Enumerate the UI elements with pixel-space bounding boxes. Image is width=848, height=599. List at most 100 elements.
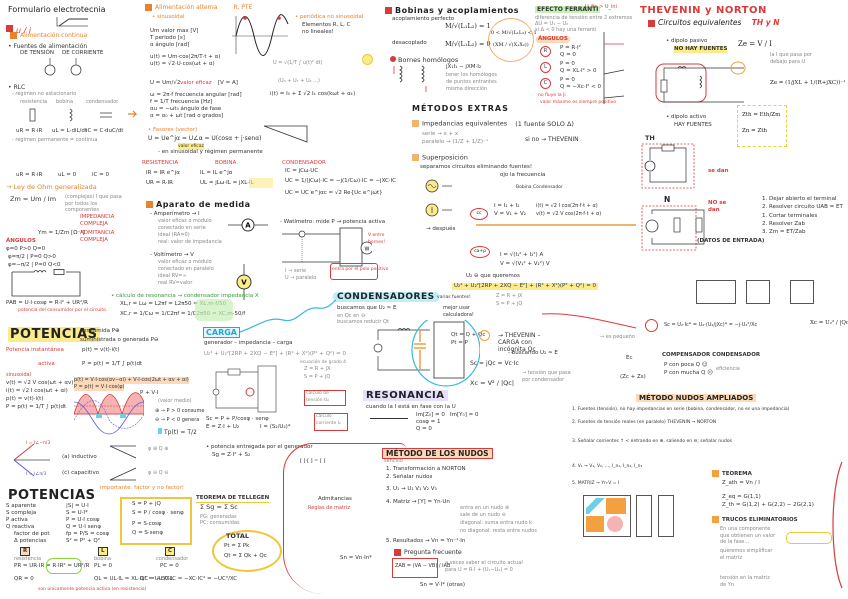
- k0-eq: M/√(L₁L₂) = 0: [445, 40, 491, 48]
- teorema-eq: Z_eq = G(1,1): [722, 494, 761, 500]
- total-eq: Pt = Σ Pk: [224, 543, 250, 549]
- watimetro-heading: - Watímetro: mide P → potencia activa: [280, 219, 386, 225]
- r-q: QR = 0: [14, 576, 34, 582]
- pasivo-label: • dipolo pasivo: [666, 38, 708, 44]
- ferranti-note: diferencia de tensión entre 2 extremos: [535, 15, 633, 21]
- angulo-r-eq: Q = 0: [560, 52, 576, 58]
- trucos-note: tensión en la matriz de Yn: [720, 575, 770, 588]
- highlight-dot: [56, 150, 66, 160]
- carga-box-1: [304, 390, 346, 406]
- volt-note: conectado en paralelo: [158, 266, 214, 272]
- angulo-l-eq: Q = XL·I² > 0: [560, 68, 597, 74]
- sine-wave-plot: [232, 14, 289, 56]
- datos-box-1: [696, 280, 736, 304]
- rlc-perm-r: uR = R·iR: [16, 172, 43, 178]
- fasor-perm-note: - en sinusoidal y régimen permanente: [158, 149, 263, 155]
- teorema-heading: TEOREMA: [712, 470, 752, 478]
- pot-eq: P = U·I cosφ: [66, 517, 100, 523]
- phasor-note: φ ⊖ Q ⊖: [148, 470, 169, 476]
- wat-side-note: V entre bornes!: [368, 233, 386, 245]
- ac-dc-sources-diagram: [425, 179, 452, 217]
- th-label: TH: [645, 134, 655, 142]
- pt-equation: p(t) = V·I·cos(αv−αi) + V·I·cos(2ωt + αv…: [74, 377, 189, 384]
- n-label: N: [664, 195, 671, 204]
- cond-eq: UC = UC e^jαc = √2 Re{Uc e^jωt}: [285, 190, 383, 196]
- pot-eq: S = U·I*: [66, 510, 88, 516]
- elementos-note: Elementos R, L, C no lineales!: [302, 22, 351, 35]
- compensador-xc-eq: Xc = U₂² / |Qc|: [810, 320, 848, 326]
- volt-note: ideal RV=∞: [158, 273, 187, 279]
- bob-eq: UL = jLω·IL = jXL·IL: [200, 180, 254, 186]
- angulo-c-eq: P = 0: [560, 77, 575, 83]
- resonancia-calc-heading: • cálculo de resonancia → condensador im…: [111, 293, 259, 299]
- section-heading-alterna: Alimentación alterna R, PTE: [145, 4, 252, 11]
- amp-note: valor eficaz o módulo: [158, 218, 212, 224]
- total-ellipse: [212, 530, 282, 572]
- angulo-l-badge: L: [540, 62, 551, 73]
- carga-sc: Sc = P + P/cosφ · senφ: [206, 416, 269, 422]
- resonancia-phasor-line: [370, 418, 408, 419]
- l-label: L: [98, 547, 108, 556]
- ec-label: Ec: [626, 355, 633, 361]
- r-name: resistencia: [14, 556, 42, 562]
- nudos-ampliados-heading: MÉTODO NUDOS AMPLIADOS: [636, 394, 757, 402]
- circuitos-heading: Circuitos equivalentes TH y N: [648, 18, 780, 27]
- pot-eq: fp = P/S = cosφ: [66, 531, 110, 537]
- instantanea-eq: p(t) = v(t)·i(t): [82, 347, 120, 353]
- activa-label: activa: [38, 361, 55, 367]
- angulo-l-eq: P = 0: [560, 61, 575, 67]
- def-row: Um valor max [V]: [150, 28, 199, 34]
- rlc-symbols-icon: [29, 108, 138, 122]
- carga-heading: CARGA: [203, 327, 240, 338]
- valor-medio-label: (valor medio): [158, 398, 192, 404]
- ampliados-step: 2. Fuentes de tensión reales (en paralel…: [572, 420, 717, 425]
- divider-line: [476, 224, 636, 226]
- svg-text:W: W: [365, 247, 370, 253]
- highlight-jxl: [249, 178, 273, 188]
- matrix-diagonal-fill: [586, 498, 604, 514]
- ferranti-note2: si Δ < 0 hay una ferranti: [535, 27, 597, 33]
- rlc-perm-c: iC = 0: [92, 172, 109, 178]
- page-title: Formulario electrotecnia: [8, 5, 106, 14]
- red-bracket-curve: [832, 461, 843, 589]
- carga-s: S = P + jQ: [304, 374, 331, 380]
- ohm-equation: Zm = Um / Im: [10, 195, 57, 203]
- angulo-c-badge: C: [540, 78, 551, 89]
- ammeter-icon: A: [228, 218, 268, 232]
- amp-note: real: valor de impedancia: [158, 239, 222, 245]
- homologos-note: misma dirección: [446, 86, 488, 92]
- angulo-r-eq: P = R·I²: [560, 45, 581, 51]
- serie-eq: serie → x + x: [422, 131, 459, 137]
- pot-eq: i(t) = √2 I cos(ωt + αi): [6, 388, 68, 394]
- u2-queremos: U₂ ⊖ que queremos: [466, 273, 520, 279]
- xc-resonance-eq: XC,r = 1/Cω = 1/C2πf = 1/C2π50 = XC,m·50…: [120, 311, 246, 317]
- imped-heading: Impedancias equivalentes (1 fuente SOLO …: [412, 120, 574, 128]
- total-eq: Qt = Σ Qk + Qc: [224, 553, 267, 559]
- voltimetro-heading: - Voltímetro → V: [150, 252, 194, 258]
- volt-note: valor eficaz o módulo: [158, 259, 212, 265]
- section-heading-continua: Alimentación continua: [10, 32, 87, 39]
- ferranti-eq2: ΔU = U₁ − U₂: [535, 21, 569, 27]
- teorema-eq: Z_ath = Vn / I: [722, 480, 760, 486]
- zc-label: (Zc + Zs): [620, 374, 646, 380]
- no-se-dan-label: NO se dan: [708, 200, 727, 213]
- l-name: bobina: [94, 556, 112, 562]
- coupling-reactance-eq: (XM / √(X₁X₂)): [493, 42, 529, 48]
- ferranti-phasor-diagrams: [603, 32, 625, 104]
- rlc-label-c: condensador: [86, 99, 119, 105]
- coupling-circle: [488, 18, 534, 62]
- box-eq: P = S·cosφ: [132, 521, 162, 527]
- carga-desc: generador – impedancia – carga: [204, 340, 293, 346]
- condensador-equation: U₂⁴ + U₂²[2RP + 2XQ − E²] + (R² + X²)(P²…: [452, 283, 598, 290]
- wattmeter-circuit-diagram: W: [282, 227, 372, 267]
- homologos-heading: Bornes homólogos: [390, 56, 458, 64]
- eficiencia-note: eficiencia: [716, 366, 740, 372]
- cond-eq: IC = jCω·UC: [285, 168, 319, 174]
- no-fuentes-label: NO HAY FUENTES: [674, 46, 728, 53]
- rms-note: (U₀ + U₁ + U₂ ...): [278, 78, 320, 84]
- ut-equation-2: u(t) = √2·U·cos(ωt + α): [150, 61, 215, 67]
- angulo-r-badge: R: [540, 46, 551, 57]
- aparato-heading: Aparato de medida: [146, 200, 251, 209]
- angulos-heading-2: ÁNGULOS: [536, 36, 570, 43]
- svg-text:A: A: [245, 222, 251, 230]
